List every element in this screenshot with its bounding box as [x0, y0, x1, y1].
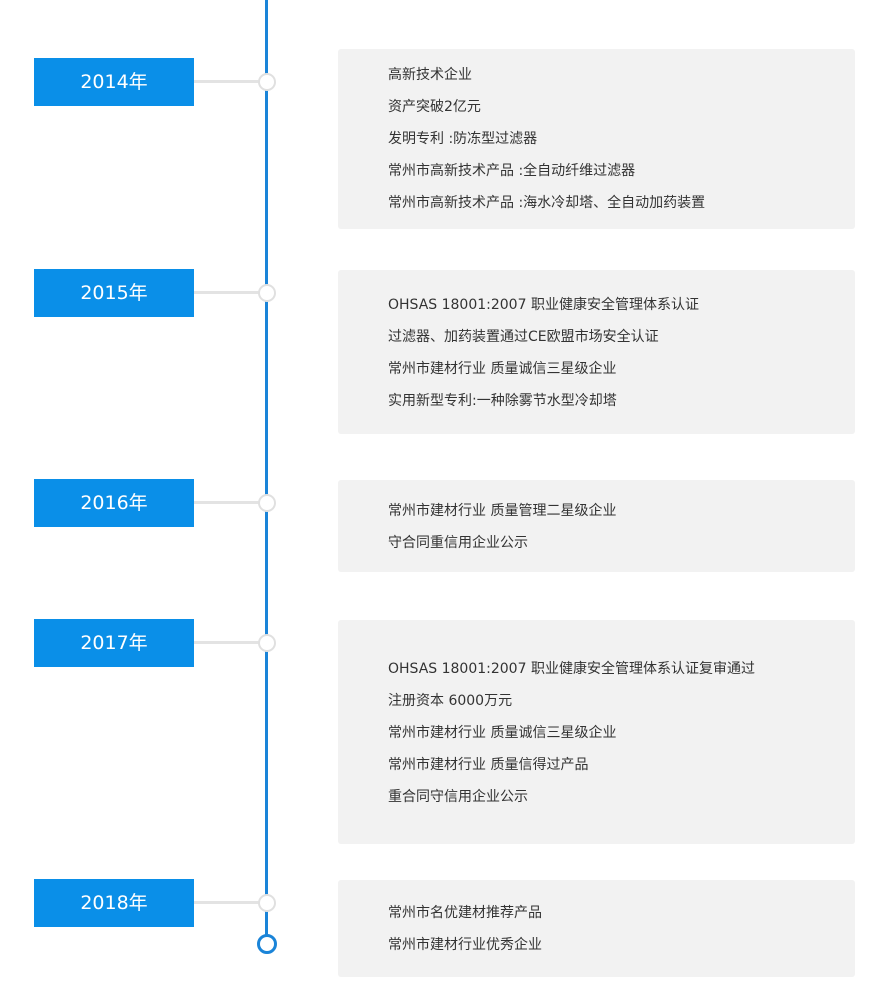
year-label: 2014年 — [34, 58, 194, 106]
timeline-end-node — [257, 934, 277, 954]
milestone-item: 常州市名优建材推荐产品 — [388, 905, 542, 921]
milestone-item: 常州市建材行业优秀企业 — [388, 937, 542, 953]
milestone-item: 资产突破2亿元 — [388, 99, 481, 115]
year-label: 2016年 — [34, 479, 194, 527]
milestone-item: 守合同重信用企业公示 — [388, 535, 528, 551]
milestone-card-2016: 常州市建材行业 质量管理二星级企业 守合同重信用企业公示 — [338, 480, 855, 572]
milestone-card-2017: OHSAS 18001:2007 职业健康安全管理体系认证复审通过 注册资本 6… — [338, 620, 855, 844]
milestone-card-2015: OHSAS 18001:2007 职业健康安全管理体系认证 过滤器、加药装置通过… — [338, 270, 855, 434]
milestone-item: 过滤器、加药装置通过CE欧盟市场安全认证 — [388, 329, 659, 345]
connector-line — [194, 641, 260, 644]
year-label: 2017年 — [34, 619, 194, 667]
milestone-item: 常州市高新技术产品 :全自动纤维过滤器 — [388, 163, 636, 179]
timeline-node — [258, 73, 276, 91]
timeline-node — [258, 494, 276, 512]
milestone-item: OHSAS 18001:2007 职业健康安全管理体系认证 — [388, 297, 699, 313]
connector-line — [194, 80, 260, 83]
milestone-item: 常州市高新技术产品 :海水冷却塔、全自动加药装置 — [388, 195, 706, 211]
milestone-item: 常州市建材行业 质量诚信三星级企业 — [388, 361, 617, 377]
milestone-card-2014: 高新技术企业 资产突破2亿元 发明专利 :防冻型过滤器 常州市高新技术产品 :全… — [338, 49, 855, 229]
milestone-item: 常州市建材行业 质量信得过产品 — [388, 757, 589, 773]
connector-line — [194, 501, 260, 504]
timeline-node — [258, 284, 276, 302]
milestone-item: 高新技术企业 — [388, 67, 472, 83]
milestone-item: 发明专利 :防冻型过滤器 — [388, 131, 538, 147]
milestone-item: 常州市建材行业 质量管理二星级企业 — [388, 503, 617, 519]
milestone-card-2018: 常州市名优建材推荐产品 常州市建材行业优秀企业 — [338, 880, 855, 977]
timeline-node — [258, 634, 276, 652]
milestone-item: OHSAS 18001:2007 职业健康安全管理体系认证复审通过 — [388, 661, 755, 677]
timeline-axis — [265, 0, 268, 936]
connector-line — [194, 291, 260, 294]
milestone-item: 实用新型专利:一种除雾节水型冷却塔 — [388, 393, 617, 409]
milestone-item: 重合同守信用企业公示 — [388, 789, 528, 805]
timeline-node — [258, 894, 276, 912]
milestone-item: 注册资本 6000万元 — [388, 693, 513, 709]
connector-line — [194, 901, 260, 904]
year-label: 2015年 — [34, 269, 194, 317]
year-label: 2018年 — [34, 879, 194, 927]
milestone-item: 常州市建材行业 质量诚信三星级企业 — [388, 725, 617, 741]
